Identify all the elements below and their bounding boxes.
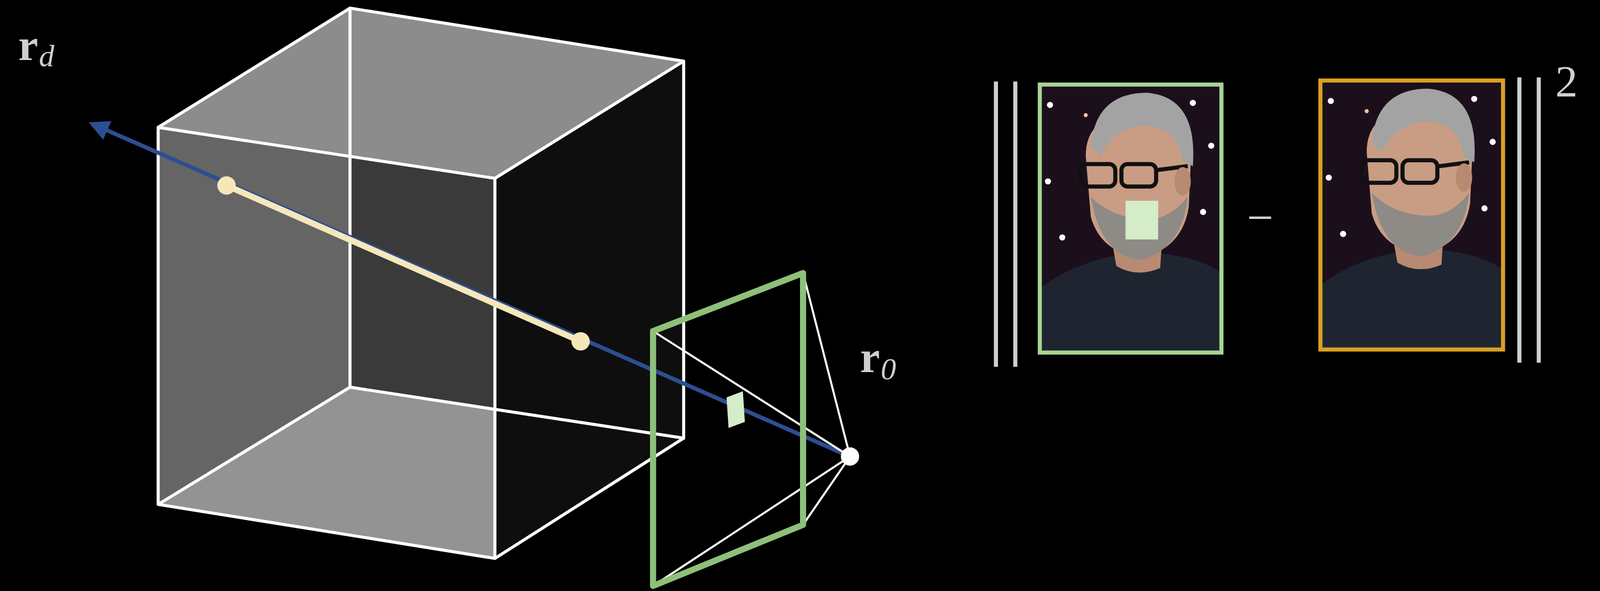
squared-exponent: 2 [1555,59,1578,104]
ray-origin-symbol: r [860,334,880,380]
ray-origin-subscript: 0 [880,354,897,385]
ray-direction-symbol: r [18,22,38,68]
minus-sign: − [1246,194,1274,242]
ray-direction-subscript: d [38,40,55,72]
